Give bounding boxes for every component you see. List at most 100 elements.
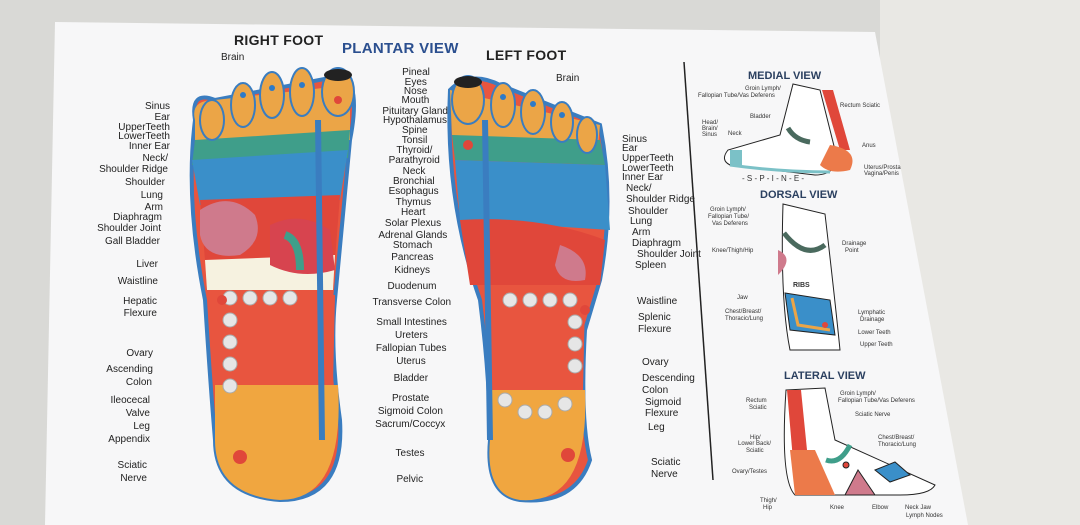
dorsal-view-title: DORSAL VIEW [760, 189, 838, 201]
lateral-view-label: Ovary/Testes [732, 469, 768, 475]
left-foot-label: Descending [642, 373, 695, 384]
lateral-view-label: Elbow [872, 505, 889, 511]
dorsal-view-label: Drainage [860, 317, 885, 323]
left-foot-label: Spleen [635, 260, 667, 271]
center-label: Sacrum/Coccyx [375, 419, 446, 430]
center-label: Hypothalamus [383, 115, 447, 126]
lateral-view-label: Groin Lymph/ [840, 391, 876, 397]
left-foot-label: Shoulder [628, 206, 669, 217]
right-foot-label: UpperTeeth [118, 122, 170, 133]
center-label: Bladder [393, 373, 429, 384]
dorsal-view-label: Point [845, 248, 859, 254]
center-label: Adrenal Glands [378, 230, 448, 241]
right-foot-label: Shoulder [124, 177, 165, 188]
left-foot-label: UpperTeeth [622, 153, 674, 164]
right-foot-label: Diaphragm [113, 212, 162, 223]
right-foot-label: Ear [154, 112, 170, 123]
center-label: Spine [402, 125, 428, 136]
medial-view-label: Uterus/Prostate [864, 165, 906, 171]
left-foot-label: Nerve [651, 469, 678, 480]
medial-view-label: Sinus [702, 132, 718, 138]
left-foot-label: Ovary [642, 357, 669, 368]
medial-view-title: MEDIAL VIEW [748, 70, 822, 82]
center-label: Thymus [395, 197, 432, 208]
right-foot-drawing [189, 67, 356, 503]
left-foot-label: Sinus [622, 134, 648, 145]
right-foot-label: Arm [144, 202, 163, 213]
ribs-label: RIBS [793, 282, 810, 289]
left-foot-label: Ear [622, 143, 638, 154]
left-foot-label: Arm [632, 227, 651, 238]
lateral-view-label: Knee [830, 505, 845, 511]
dorsal-view-label: Thoracic/Lung [725, 316, 764, 322]
dorsal-view-label: Lower Teeth [858, 330, 891, 336]
center-label: Prostate [391, 393, 430, 404]
right-foot-label: Leg [133, 421, 150, 432]
medial-view-label: Head/ [702, 120, 719, 126]
lateral-view-label: Lymph Nodes [906, 513, 943, 519]
dorsal-view-label: Upper Teeth [860, 342, 893, 348]
medial-view-label: Anus [862, 143, 876, 149]
center-label: Solar Plexus [384, 218, 442, 229]
right-foot-label: LowerTeeth [118, 131, 170, 142]
dorsal-view-label: Lymphatic [858, 310, 886, 316]
right-foot-label: Colon [125, 377, 152, 388]
right-foot-label: Hepatic [123, 296, 157, 307]
center-label: Duodenum [387, 281, 437, 292]
lateral-view-label: Chest/Breast/ [878, 435, 915, 441]
lateral-view-drawing [783, 387, 936, 496]
medial-view-label: Bladder [750, 114, 771, 120]
dorsal-view-label: Jaw [737, 295, 748, 301]
left-foot-label: Colon [642, 385, 669, 396]
spine-label: - S - P - I - N - E - [742, 174, 805, 183]
lateral-view-label: Sciatic [749, 405, 767, 411]
right-foot-label: Nerve [120, 473, 147, 484]
right-foot-label: Ovary [126, 348, 153, 359]
right-foot-label: Shoulder Ridge [99, 164, 168, 175]
lateral-view-label: Sciatic Nerve [855, 412, 891, 418]
center-label: Uterus [396, 356, 426, 367]
lateral-view-label: Rectum [746, 398, 767, 404]
left-foot-label: Sciatic [651, 457, 681, 468]
dorsal-view-label: Fallopian Tube/ [708, 214, 750, 220]
medial-view-label: Brain/ [702, 126, 718, 132]
right-foot-label: Shoulder Joint [97, 223, 161, 234]
dorsal-view-label: Knee/Thigh/Hip [712, 248, 754, 254]
lateral-view-label: Thigh/ [760, 498, 777, 504]
left-foot-label: Sigmoid [645, 397, 682, 408]
center-label: Kidneys [394, 265, 430, 276]
left-foot-label: Lung [630, 216, 653, 227]
center-label: Eyes [404, 77, 427, 88]
left-foot-label: Waistline [637, 296, 678, 307]
left-foot-label: LowerTeeth [622, 163, 674, 174]
center-label: Sigmoid Colon [377, 406, 443, 417]
right-foot-label: Lung [140, 190, 163, 201]
center-label: Tonsil [401, 135, 428, 146]
lateral-view-title: LATERAL VIEW [784, 370, 866, 382]
center-label: Small Intestines [376, 317, 447, 328]
right-foot-label: Brain [221, 52, 245, 63]
lateral-view-label: Thoracic/Lung [878, 442, 917, 448]
medial-view-label: Fallopian Tube/Vas Deferens [698, 93, 775, 99]
right-foot-label: Liver [136, 259, 158, 270]
center-label: Fallopian Tubes [375, 343, 447, 354]
center-label: Pancreas [391, 252, 434, 263]
right-foot-label: Sinus [144, 101, 170, 112]
right-foot-label: Valve [125, 408, 150, 419]
center-label: Stomach [392, 240, 433, 251]
medial-view-label: Vagina/Penis [864, 171, 899, 177]
center-label: Mouth [401, 95, 430, 106]
left-foot-label: Splenic [638, 312, 671, 323]
left-foot-title: LEFT FOOT [486, 47, 567, 63]
center-label: Testes [395, 448, 425, 459]
center-label: Nose [403, 86, 428, 97]
center-label: Pelvic [396, 474, 424, 485]
center-label: Parathyroid [388, 155, 440, 166]
right-foot-title: RIGHT FOOT [234, 32, 324, 48]
right-foot-label: Neck/ [142, 153, 168, 164]
left-foot-label: Shoulder Ridge [626, 194, 695, 205]
center-label: Transverse Colon [372, 297, 452, 308]
right-foot-label: Ascending [106, 364, 153, 375]
